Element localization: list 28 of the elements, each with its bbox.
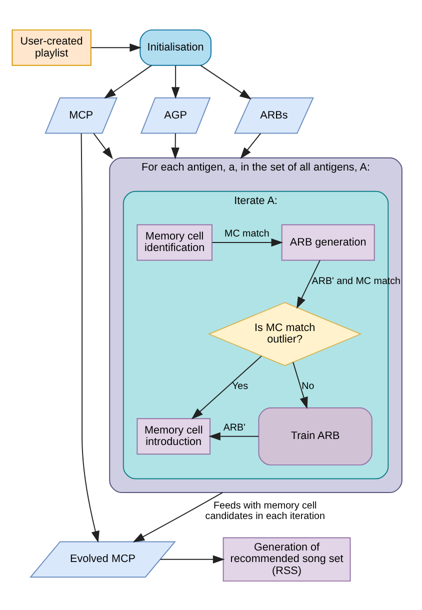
- arrow: [132, 492, 224, 542]
- arrow: [171, 132, 180, 159]
- node-box: Memory cell identification: [136, 224, 212, 260]
- edge-label: MC match: [224, 228, 270, 240]
- node-box: Memory cell introduction: [136, 418, 210, 454]
- edge-label: Feeds with memory cell candidates in each iteration: [205, 500, 325, 522]
- arrow: [240, 132, 262, 159]
- arrow: [160, 554, 225, 564]
- edge-label: Yes: [232, 380, 248, 392]
- node-box: User-created playlist: [12, 28, 92, 66]
- arrow: [171, 64, 180, 98]
- node-box: ARB generation: [281, 224, 375, 260]
- arrow: [208, 432, 260, 440]
- node-box: Initialisation: [140, 28, 212, 66]
- node-box: Generation of recommended song set (RSS): [222, 536, 351, 582]
- arrow: [296, 259, 320, 308]
- arrow: [191, 355, 262, 419]
- arrow: [104, 64, 152, 98]
- arrow: [90, 43, 142, 52]
- arrow: [212, 238, 284, 246]
- node-box: Train ARB: [258, 406, 372, 465]
- arrow: [80, 132, 100, 542]
- edge-label: No: [302, 380, 314, 392]
- arrow: [93, 132, 113, 159]
- node-diamond: Is MC match outlier?: [208, 302, 362, 366]
- arrow: [200, 64, 252, 100]
- arrow: [292, 361, 308, 408]
- edge-label: ARB': [223, 422, 246, 433]
